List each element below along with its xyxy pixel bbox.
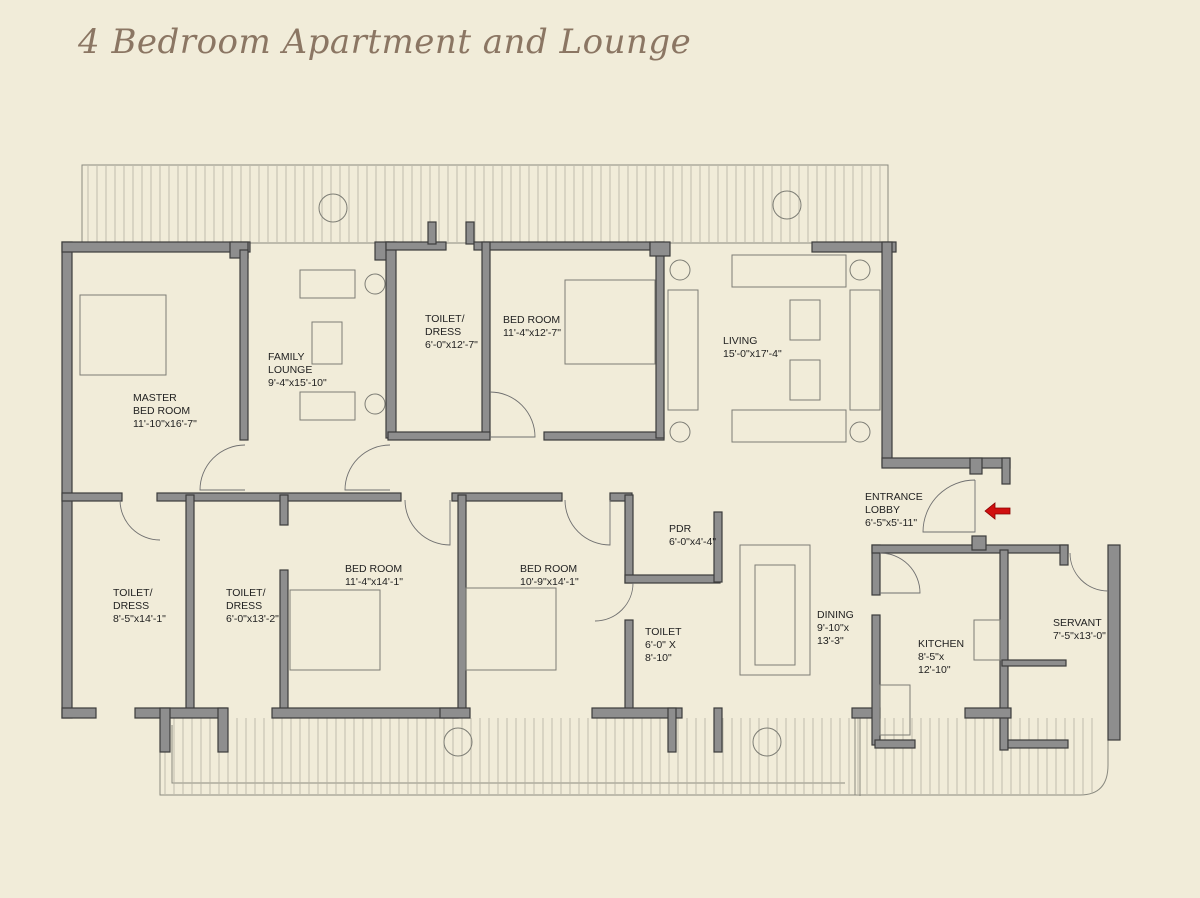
entrance-arrow-icon — [984, 502, 1011, 520]
furniture — [79, 190, 1109, 757]
walls — [61, 221, 1121, 753]
plan-title: 4 Bedroom Apartment and Lounge — [78, 22, 692, 62]
top-balcony — [81, 164, 889, 244]
bottom-balcony — [159, 716, 1109, 796]
